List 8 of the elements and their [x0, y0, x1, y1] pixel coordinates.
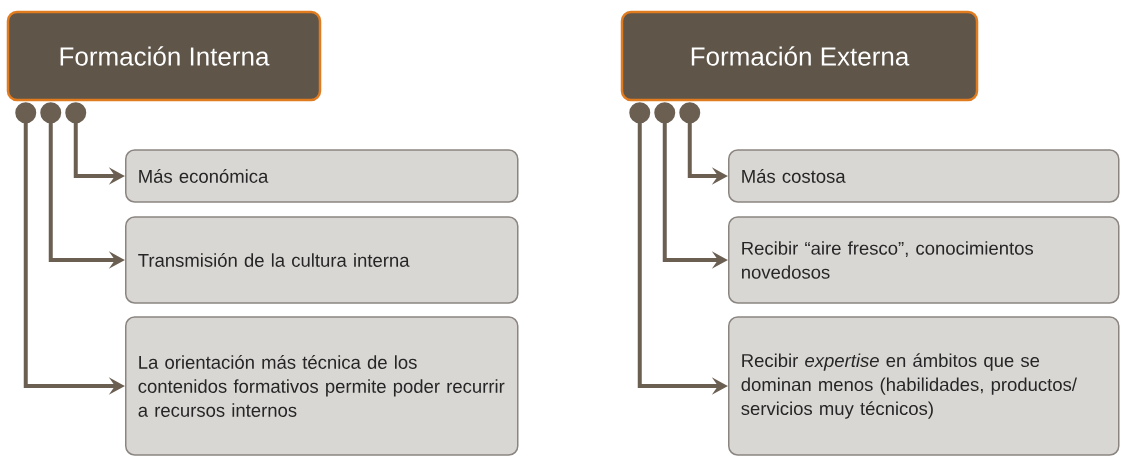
item-box: Transmisión de la cultura interna — [125, 216, 519, 304]
header-box: Formación Interna — [6, 10, 322, 102]
item-box: La orientación más técnica de los contenidos formativos permite poder recurrir a recursos internos — [125, 316, 519, 456]
item-box: Más económica — [125, 149, 519, 203]
item-box: Recibir “aire fresco”, conocimientos novedosos — [728, 216, 1120, 304]
item-box: Más costosa — [728, 149, 1120, 203]
item-box: Recibir expertise en ámbitos que se dominan menos (habilidades, productos/ servicios muy técnicos) — [728, 316, 1120, 456]
header-box: Formación Externa — [620, 10, 979, 102]
